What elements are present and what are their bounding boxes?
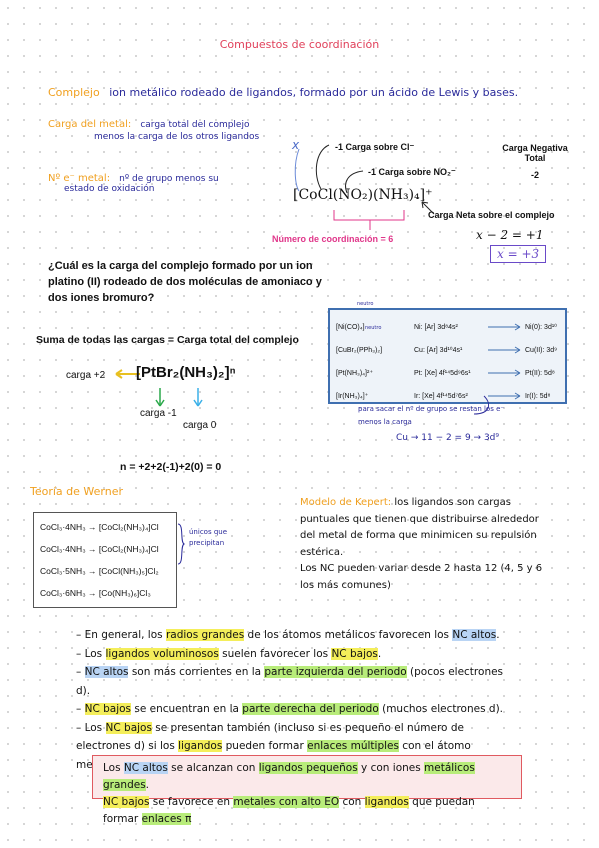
bullet-item: – Los ligandos voluminosos suelen favore… (76, 647, 382, 660)
complejo-text: ion metálico rodeado de ligandos, formad… (109, 86, 519, 99)
config-note-example: Cu → 11 − 2 = 9 → 3d⁹ (396, 433, 499, 443)
diagram1-label-cl: -1 Carga sobre Cl⁻ (335, 142, 415, 152)
werner-row: CoCl₃·5NH₃ → [CoCl(NH₃)₅]Cl₂ (40, 566, 159, 576)
werner-box: CoCl₃·4NH₃ → [CoCl₂(NH₃)₄]Cl CoCl₃·4NH₃ … (33, 512, 177, 608)
diagram1-neg-title: Carga Negativa Total (502, 143, 568, 163)
diagram2-charge-pt: carga +2 (66, 370, 106, 381)
werner-note1: únicos que (189, 528, 228, 536)
summary-line2: NC bajos se favorece en metales con alto… (103, 796, 475, 825)
question: ¿Cuál es la carga del complejo formado p… (48, 260, 322, 304)
config-row-config: Pt: [Xe] 4f¹⁴5d⁹6s¹ (414, 370, 471, 377)
werner-title: Teoría de Werner (30, 485, 124, 498)
diagram2-arrows-down (155, 388, 203, 407)
diagram2-charge-nh3: carga 0 (183, 420, 217, 431)
diagram1-formula: [CoCl(NO₂)(NH₃)₄]⁺ (293, 187, 433, 203)
config-row-result: Cu(II): 3d⁹ (525, 347, 558, 354)
config-result-column: Ni(0): 3d¹⁰ Cu(II): 3d⁹ Pt(II): 5d⁸ Ir(I… (525, 316, 557, 408)
ne-metal-block: Nº e⁻ metal: nº de grupo menos su (48, 166, 219, 185)
diagram1-x: x (292, 138, 300, 152)
config-note-neutro-2: neutro (365, 325, 382, 331)
diagram1-equation: x − 2 = +1 (476, 228, 544, 242)
config-electron-column: Ni: [Ar] 3d⁸4s² Cu: [Ar] 3d¹⁰4s¹ Pt: [Xe… (414, 316, 471, 408)
diagram2-charge-br: carga -1 (140, 408, 177, 419)
config-row-config: Ir: [Xe] 4f¹⁴5d⁷6s² (414, 393, 468, 400)
complejo-definition: Complejo ion metálico rodeado de ligando… (48, 86, 518, 99)
ne-metal-line2: estado de oxidación (64, 184, 155, 194)
config-row-config: Cu: [Ar] 3d¹⁰4s¹ (414, 347, 463, 354)
bullet-item: – NC bajos se encuentran en la parte der… (76, 703, 504, 715)
summary-box: Los NC altos se alcanzan con ligandos pe… (92, 755, 522, 825)
carga-metal-line2: menos la carga de los otros ligandos (94, 132, 260, 142)
config-table: [Ni(CO)₄] [CuBr₂(PPh₃)₂] [Pt(NH₃)₄]²⁺ [I… (328, 308, 567, 404)
config-row-complex: [CuBr₂(PPh₃)₂] (336, 347, 383, 354)
diagram2-equation: n = +2+2(-1)+2(0) = 0 (120, 461, 222, 473)
summary-line1: Los NC altos se alcanzan con ligandos pe… (103, 762, 475, 791)
diagram1-label-no2: -1 Carga sobre NO₂⁻ (368, 167, 456, 177)
diagram1-neg-value: -2 (530, 170, 539, 180)
ne-metal-term: Nº e⁻ metal: (48, 173, 111, 184)
bullet-item: – En general, los radios grandes de los … (76, 629, 500, 641)
carga-metal-term: Carga del metal: (48, 119, 132, 130)
kepert-text: los ligandos son cargas puntuales que ti… (300, 497, 539, 558)
config-note-arrow (473, 395, 490, 415)
config-complex-column: [Ni(CO)₄] [CuBr₂(PPh₃)₂] [Pt(NH₃)₄]²⁺ [I… (336, 316, 382, 408)
bullet-list: – En general, los radios grandes de los … (76, 626, 516, 774)
config-note-line1: para sacar el nº de grupo se restan los … (358, 405, 505, 413)
complejo-term: Complejo (48, 86, 100, 99)
sum-title: Suma de todas las cargas = Carga total d… (36, 334, 299, 346)
werner-brace (177, 523, 186, 565)
werner-row: CoCl₃·4NH₃ → [CoCl₂(NH₃)₄]Cl (40, 522, 159, 532)
werner-row: CoCl₃·4NH₃ → [CoCl₂(NH₃)₄]Cl (40, 544, 159, 554)
config-row-result: Ir(I): 5d⁸ (525, 393, 551, 400)
config-row-complex: [Ir(NH₃)₄]⁺ (336, 393, 369, 400)
kepert-block: Modelo de Kepert: los ligandos son carga… (300, 495, 550, 594)
config-arrows (488, 323, 521, 400)
werner-note2: precipitan (189, 539, 225, 547)
config-note-neutro-1: neutro (357, 301, 374, 307)
kepert-text2: Los NC pueden variar desde 2 hasta 12 (4… (300, 563, 543, 591)
diagram1-net-arrow (421, 201, 435, 215)
config-row-config: Ni: [Ar] 3d⁸4s² (414, 324, 458, 331)
carga-metal-block: Carga del metal: carga total del complej… (48, 112, 249, 131)
diagram1-bracket (333, 210, 405, 230)
config-row-result: Ni(0): 3d¹⁰ (525, 324, 557, 331)
diagram1-result: x = +3 (490, 245, 547, 263)
diagram1-net-label: Carga Neta sobre el complejo (428, 210, 555, 220)
diagram1-arrows (294, 144, 364, 194)
diagram1-coord-number: Número de coordinación = 6 (272, 234, 394, 244)
config-row-result: Pt(II): 5d⁸ (525, 370, 555, 377)
werner-row: CoCl₃·6NH₃ → [Co(NH₃)₆]Cl₃ (40, 588, 151, 598)
diagram2-formula: [PtBr₂(NH₃)₂]ⁿ (136, 364, 236, 381)
carga-metal-line1: carga total del complejo (140, 120, 250, 130)
kepert-title: Modelo de Kepert: (300, 497, 392, 508)
config-row-complex: [Ni(CO)₄] (336, 324, 365, 331)
config-row-complex: [Pt(NH₃)₄]²⁺ (336, 370, 374, 377)
page-title: Compuestos de coordinación (219, 38, 380, 51)
bullet-item: – Los NC bajos se presentan también (inc… (76, 721, 471, 771)
diagram2-arrow-pt (115, 369, 140, 379)
ne-metal-line1: nº de grupo menos su (119, 174, 219, 184)
bullet-item: – NC altos son más corrientes en la part… (76, 666, 504, 697)
config-note-line2: menos la carga (358, 418, 412, 426)
